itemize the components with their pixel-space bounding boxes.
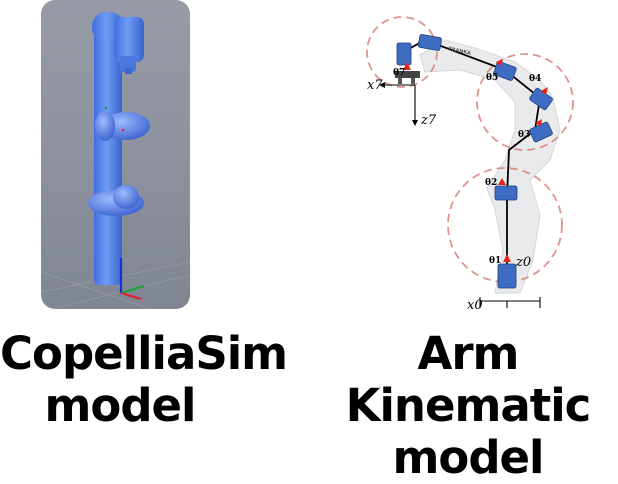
joint-3-box	[529, 121, 553, 143]
joint-6-box	[417, 34, 442, 51]
theta-7-label: θ7	[393, 68, 405, 78]
theta-5-label: θ5	[486, 73, 498, 83]
joint-7-box	[396, 42, 412, 66]
arm-joint-blob-upper	[102, 112, 150, 140]
reach-circle-shoulder	[447, 167, 563, 283]
reach-circle-elbow	[476, 53, 574, 151]
coppeliasim-model-image	[41, 0, 190, 309]
reach-circle-wrist	[366, 16, 438, 88]
arm-column	[94, 17, 122, 285]
brand-label: FRANKA	[448, 46, 472, 57]
coppeliasim-caption: CopelliaSim model	[0, 327, 288, 432]
joint-axis-arrows	[403, 59, 548, 262]
theta-1-label: θ1	[489, 256, 501, 266]
end-effector-frame	[379, 82, 418, 126]
joint-boxes	[396, 34, 553, 289]
theta-3-label: θ3	[518, 130, 530, 140]
joint-1-box	[497, 263, 517, 289]
joint-2-box	[494, 185, 518, 201]
theta-4-label: θ4	[529, 74, 541, 84]
base-frame	[479, 297, 541, 308]
theta-2-label: θ2	[485, 178, 497, 188]
coppeliasim-robot-render	[41, 12, 190, 309]
gripper	[395, 71, 420, 78]
x0-label: x0	[467, 298, 483, 313]
kinematic-caption: Arm Kinematic model	[345, 327, 592, 484]
arm-top-link	[114, 17, 144, 62]
z7-label: z7	[420, 113, 437, 128]
reach-circles	[366, 16, 574, 283]
robot-silhouette	[419, 39, 561, 294]
kinematic-diagram-svg: FRANKA θ1 θ2 θ3 θ4 θ5 θ7 x7 z7	[366, 16, 574, 313]
joint-5-box	[493, 61, 517, 81]
world-frame-axes	[119, 258, 145, 301]
x7-label: x7	[367, 78, 383, 93]
z0-label: z0	[515, 255, 531, 270]
kinematic-model-diagram: FRANKA θ1 θ2 θ3 θ4 θ5 θ7 x7 z7	[355, 10, 580, 320]
